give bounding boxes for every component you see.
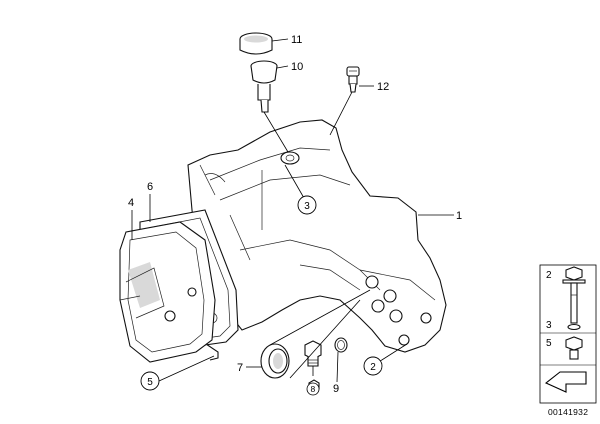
callout-6: 6	[147, 181, 153, 193]
svg-text:5: 5	[147, 377, 153, 388]
drawing-number: 00141932	[548, 407, 588, 417]
callout-3-circled: 3	[297, 195, 317, 215]
callout-7: 7	[237, 362, 243, 374]
part-9-o-ring[interactable]	[334, 337, 348, 353]
legend-washer-icon	[567, 323, 581, 331]
callout-10: 10	[291, 61, 303, 73]
callout-2-circled: 2	[363, 356, 383, 376]
legend-arrow-icon	[544, 371, 587, 393]
callout-4: 4	[128, 197, 134, 209]
part-11-cap[interactable]	[239, 32, 273, 55]
legend-label-3: 3	[546, 320, 552, 331]
svg-text:2: 2	[370, 362, 376, 373]
part-7-seal-ring[interactable]	[260, 343, 290, 379]
callout-9: 9	[333, 383, 339, 395]
legend-nut-icon	[565, 336, 583, 360]
part-12-switch[interactable]	[346, 66, 360, 93]
legend-label-5: 5	[546, 338, 552, 349]
legend-bolt-icon	[562, 266, 586, 324]
callout-11: 11	[291, 34, 302, 46]
callout-1: 1	[456, 210, 462, 222]
legend-label-2: 2	[546, 270, 552, 281]
part-10-sleeve[interactable]	[250, 60, 278, 113]
svg-text:8: 8	[310, 384, 315, 394]
callout-12: 12	[377, 81, 389, 93]
svg-text:3: 3	[304, 201, 310, 212]
legend-box: 2 3 5	[539, 264, 597, 404]
part-8-drain-plug[interactable]	[304, 340, 322, 367]
callout-8-circled: 8	[306, 382, 320, 396]
part-1-gearbox-housing[interactable]	[187, 119, 447, 353]
callout-5-circled: 5	[140, 371, 160, 391]
part-4-side-cover[interactable]	[119, 221, 219, 363]
leader-lines	[131, 38, 454, 383]
